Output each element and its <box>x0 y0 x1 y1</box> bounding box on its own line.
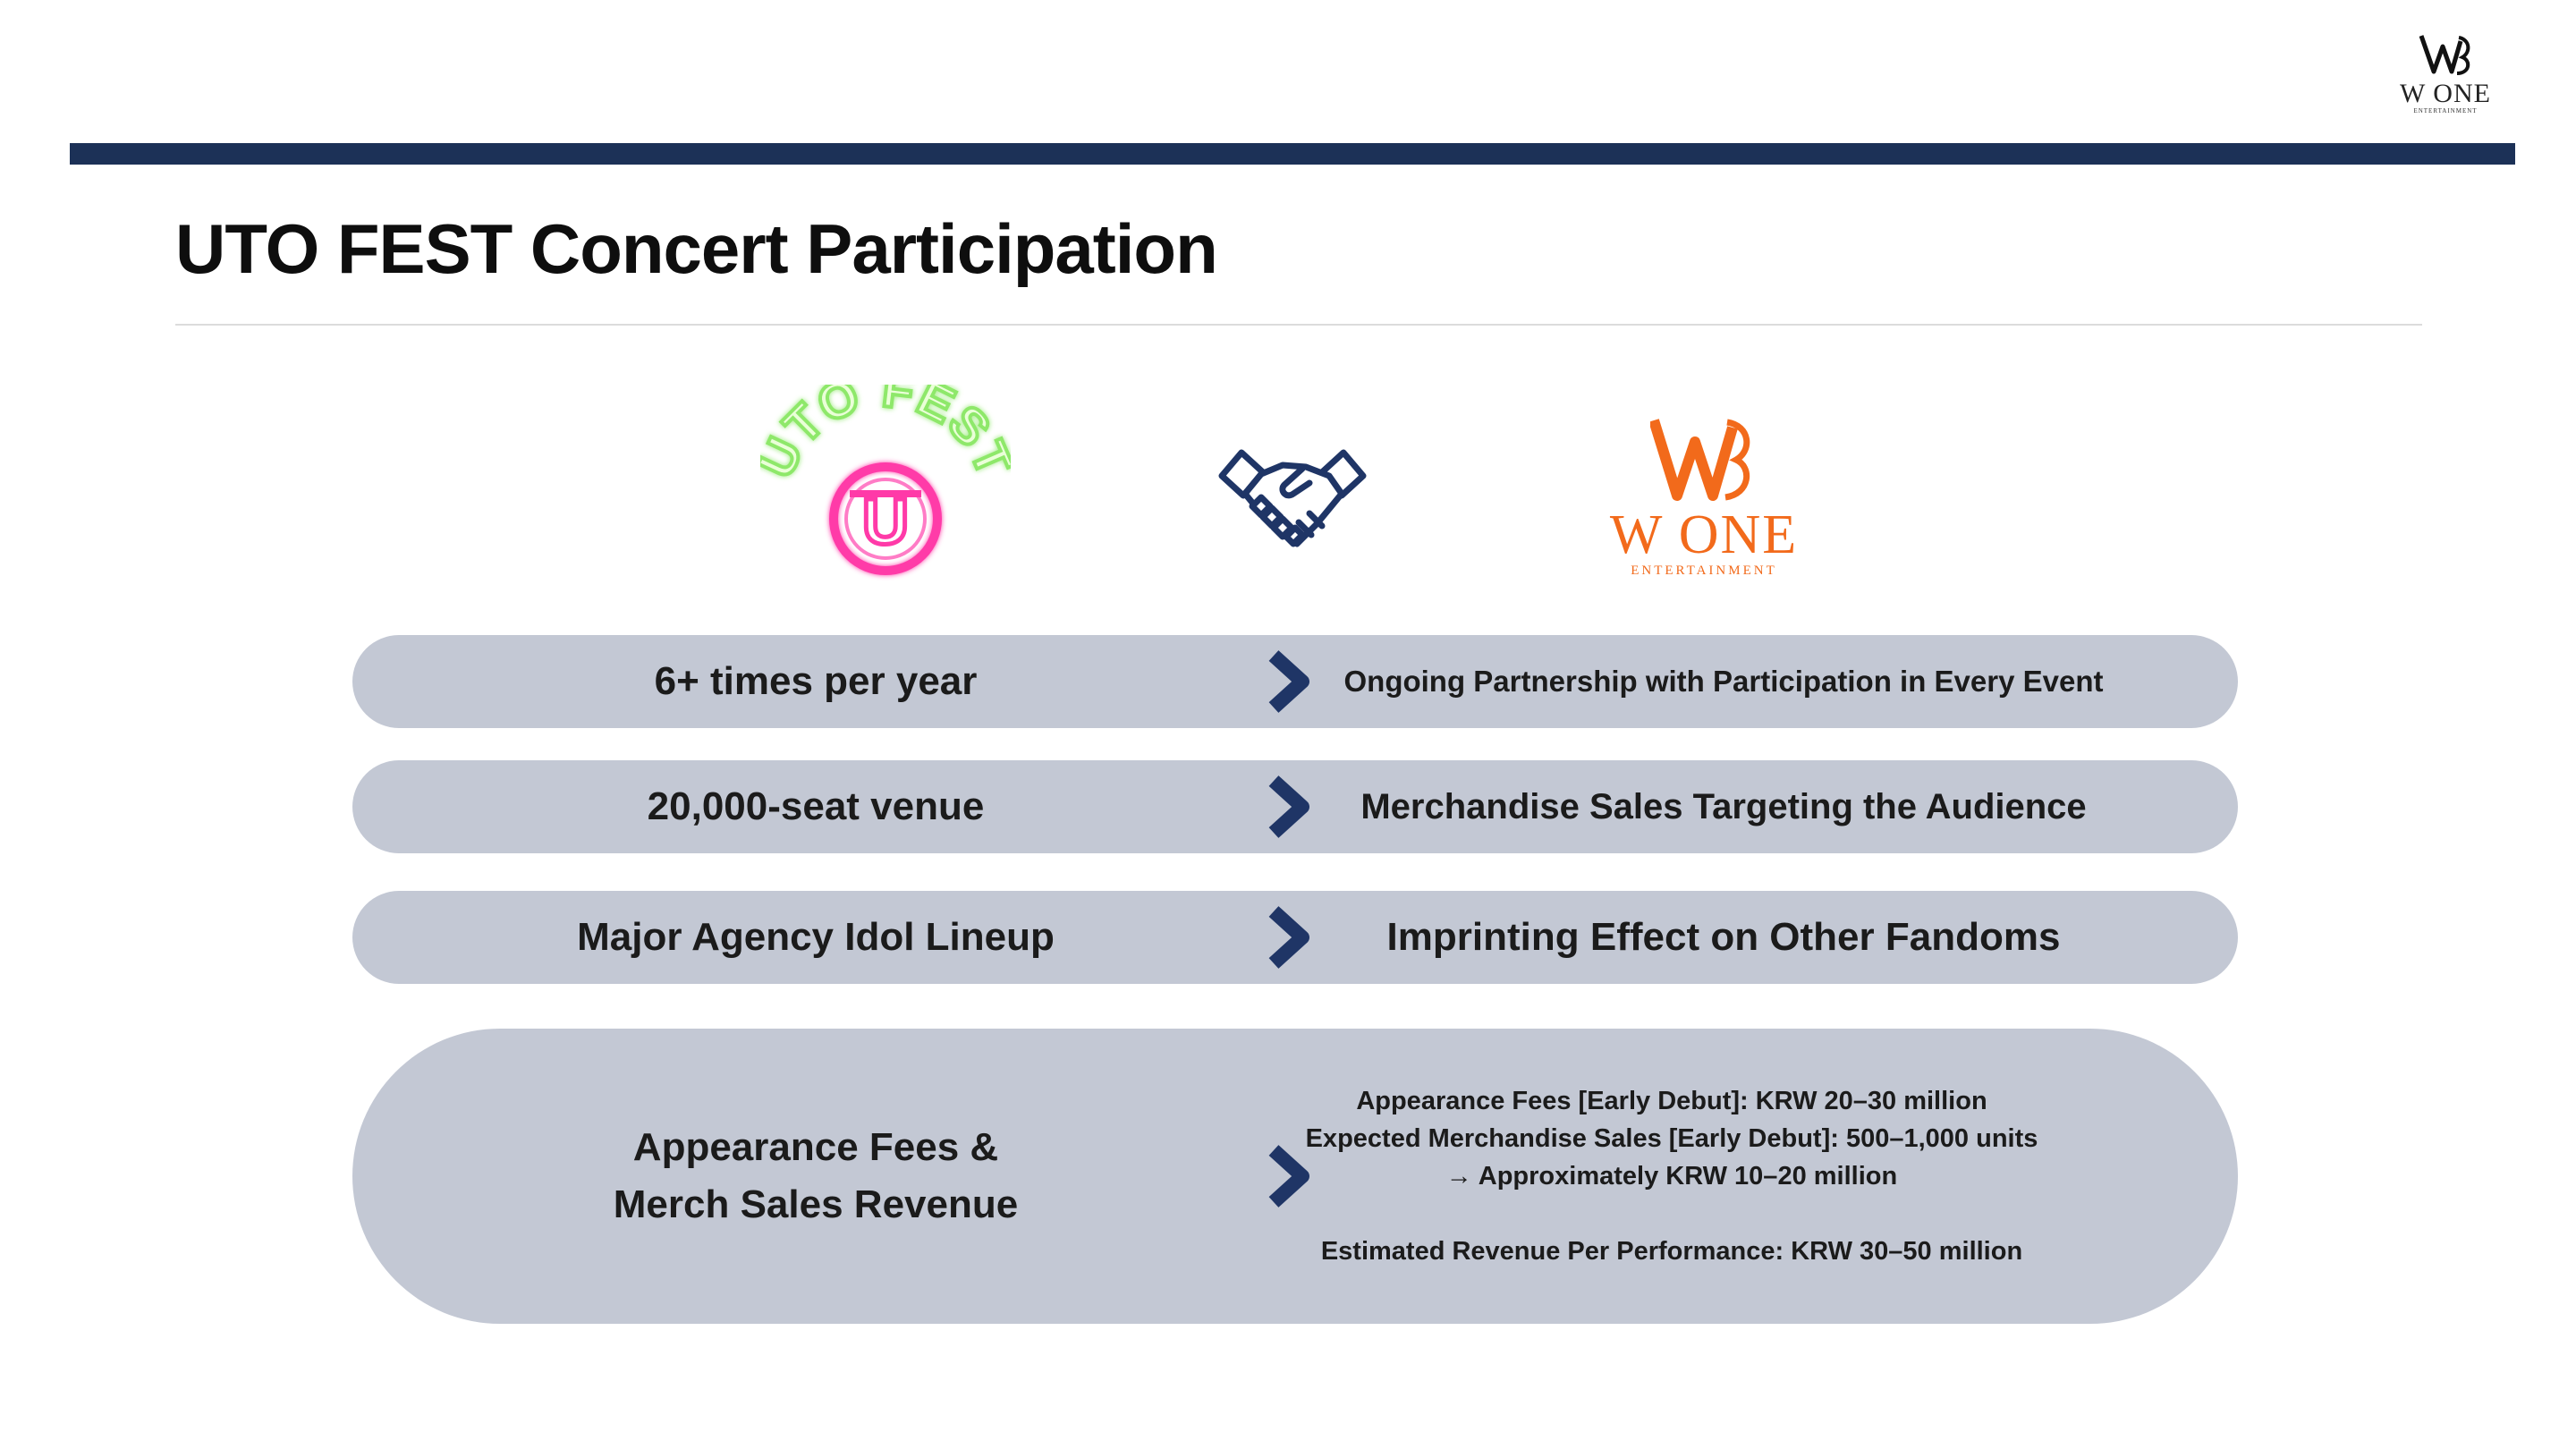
corner-logo-sub: ENTERTAINMENT <box>2413 107 2478 114</box>
title-divider <box>175 324 2422 326</box>
revenue-estimate-line: Estimated Revenue Per Performance: KRW 3… <box>1320 1237 2023 1266</box>
revenue-detail-line: → Approximately KRW 10–20 million <box>1445 1162 1898 1191</box>
handshake-icon <box>1216 438 1368 564</box>
benefit-row-lineup: Major Agency Idol Lineup Imprinting Effe… <box>352 891 2238 984</box>
revenue-summary-left: Appearance Fees & Merch Sales Revenue <box>352 1029 1279 1324</box>
w-one-logo-name: W ONE <box>1609 504 1799 565</box>
w-one-logo-sub: ENTERTAINMENT <box>1631 564 1777 578</box>
benefit-row-right: Imprinting Effect on Other Fandoms <box>1386 915 2061 959</box>
revenue-detail-line: Appearance Fees [Early Debut]: KRW 20–30… <box>1356 1087 1987 1115</box>
revenue-summary-details: Appearance Fees [Early Debut]: KRW 20–30… <box>1301 1029 2043 1324</box>
revenue-detail-line: Expected Merchandise Sales [Early Debut]… <box>1305 1124 2038 1153</box>
chevron-right-icon <box>1268 650 1309 713</box>
benefit-row-right: Merchandise Sales Targeting the Audience <box>1360 786 2087 826</box>
revenue-title-line2: Merch Sales Revenue <box>613 1182 1019 1226</box>
w-one-logo: W ONE ENTERTAINMENT <box>1601 415 1807 594</box>
chevron-right-icon <box>1268 1145 1309 1208</box>
uto-fest-logo: UTO FEST U <box>745 359 1024 590</box>
chevron-right-icon <box>1268 906 1309 969</box>
w-one-orange-emblem-icon <box>1648 419 1750 501</box>
benefit-row-left: 6+ times per year <box>654 659 978 703</box>
w-one-emblem-icon <box>2419 35 2470 75</box>
benefit-row-left: Major Agency Idol Lineup <box>577 915 1055 959</box>
benefit-row-right: Ongoing Partnership with Participation i… <box>1343 665 2104 698</box>
benefit-row-left: 20,000-seat venue <box>647 784 985 828</box>
benefit-row-venue: 20,000-seat venue Merchandise Sales Targ… <box>352 760 2238 853</box>
chevron-right-icon <box>1268 775 1309 838</box>
corner-logo: W ONE ENTERTAINMENT <box>2390 32 2501 125</box>
revenue-title-line1: Appearance Fees & <box>632 1125 999 1169</box>
revenue-summary-panel: Appearance Fees & Merch Sales Revenue Ap… <box>352 1029 2238 1324</box>
uto-fest-letter: U <box>862 487 909 558</box>
benefit-row-frequency: 6+ times per year Ongoing Partnership wi… <box>352 635 2238 728</box>
header-bar <box>70 143 2515 165</box>
corner-logo-name: W ONE <box>2400 79 2491 108</box>
page-title: UTO FEST Concert Participation <box>175 209 1218 288</box>
